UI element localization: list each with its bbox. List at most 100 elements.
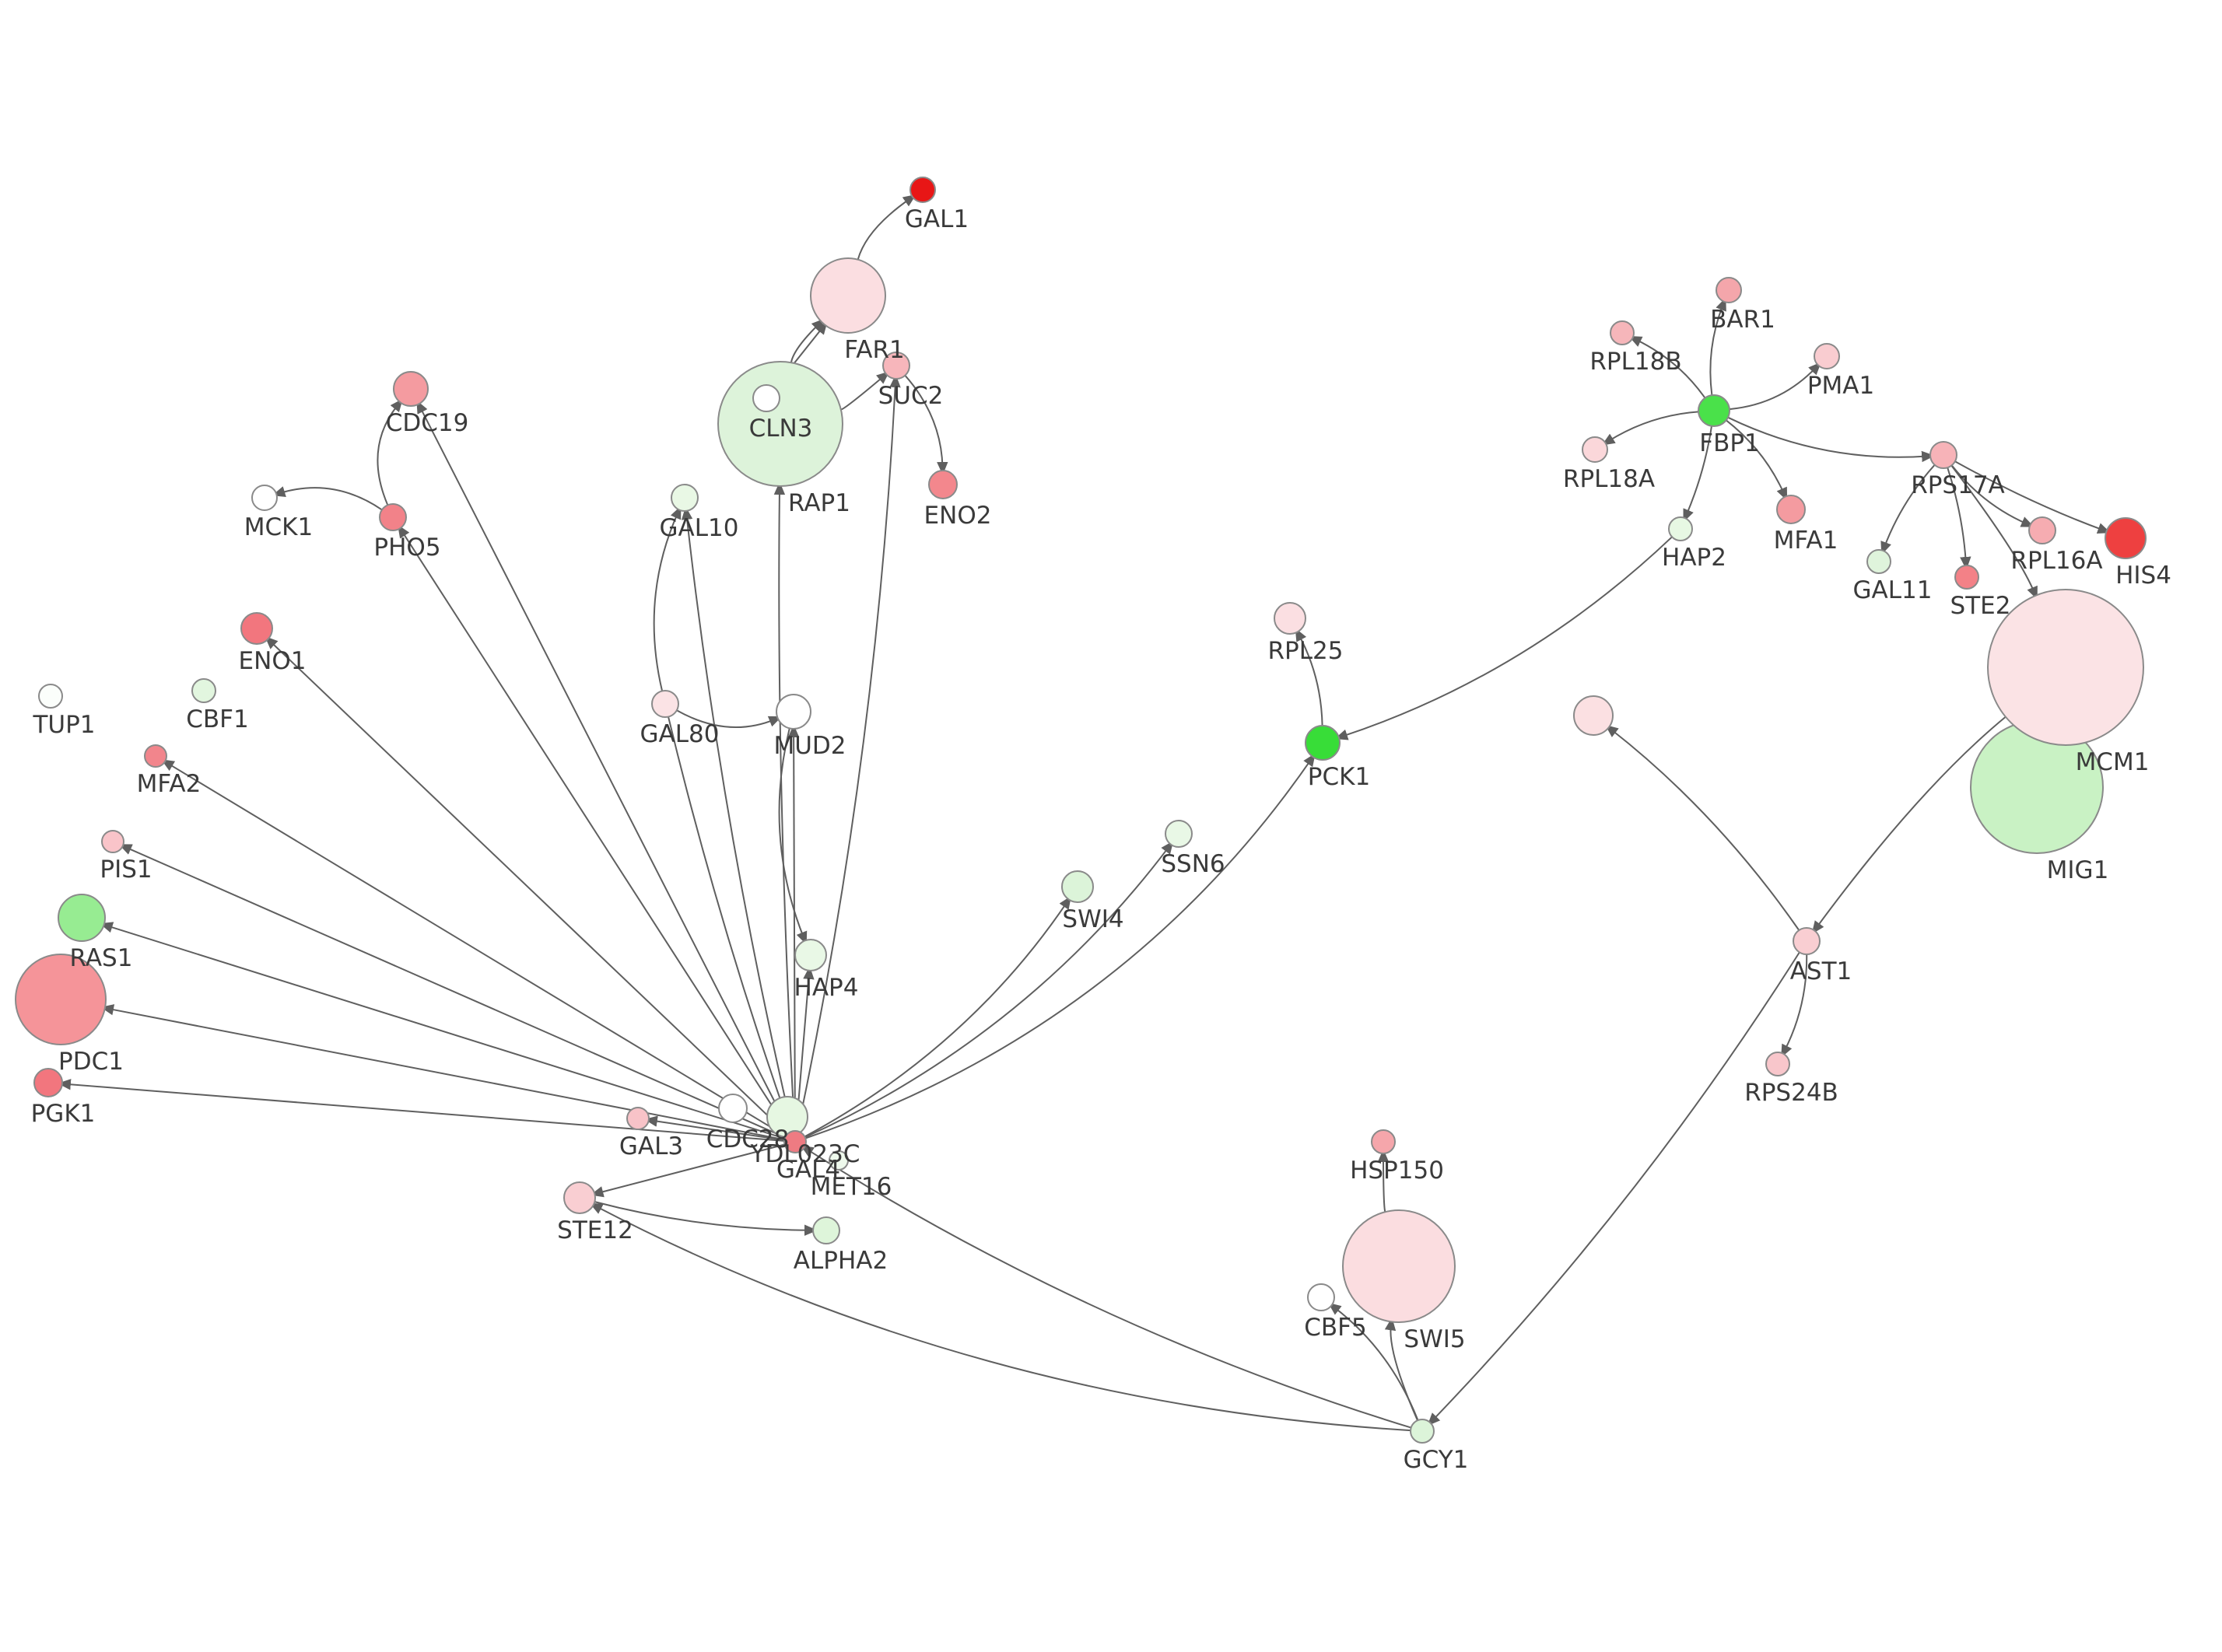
edge-GCY1-CBF5[interactable] xyxy=(1327,1302,1419,1421)
node-PHO5[interactable] xyxy=(379,503,407,531)
node-MET16[interactable] xyxy=(829,1150,849,1171)
edge-FBP1-BAR1[interactable] xyxy=(1709,297,1726,396)
edge-GAL4-ENO1[interactable] xyxy=(265,635,788,1136)
node-SSN6[interactable] xyxy=(1165,820,1193,848)
node-PCK1[interactable] xyxy=(1305,725,1341,761)
node-YDL023C[interactable] xyxy=(766,1096,808,1138)
edge-PCK1-RPL25[interactable] xyxy=(1295,628,1323,726)
edge-RPS17A-GAL11[interactable] xyxy=(1880,464,1936,555)
node-RPL18A[interactable] xyxy=(1582,436,1608,463)
edge-GAL4-STE12[interactable] xyxy=(590,1143,785,1198)
node-AST1[interactable] xyxy=(1793,927,1821,955)
edge-MCM1-AST1[interactable] xyxy=(1811,716,2006,934)
edge-FBP1-RPL18B[interactable] xyxy=(1628,336,1706,399)
node-STE12[interactable] xyxy=(563,1181,596,1214)
node-FBP1[interactable] xyxy=(1698,394,1730,427)
node-GAL4[interactable] xyxy=(783,1130,807,1153)
edge-GAL4-GAL10[interactable] xyxy=(681,506,794,1132)
node-PIS1[interactable] xyxy=(101,830,124,853)
edge-GAL4-RAS1[interactable] xyxy=(100,922,785,1139)
node-HIS4[interactable] xyxy=(2105,517,2147,559)
node-PDC1[interactable] xyxy=(15,954,107,1045)
edge-GAL4-GAL3[interactable] xyxy=(644,1115,785,1141)
node-HAP4[interactable] xyxy=(794,939,827,971)
node-MCM1[interactable] xyxy=(1987,589,2144,746)
edge-RAP1-FAR1[interactable] xyxy=(790,318,825,363)
edge-GAL4-MFA2[interactable] xyxy=(161,759,787,1137)
node-BAR1[interactable] xyxy=(1716,277,1742,303)
edge-SUC2-ENO2[interactable] xyxy=(904,375,948,475)
node-PMA1[interactable] xyxy=(1814,343,1840,369)
node-CBF5[interactable] xyxy=(1307,1283,1335,1311)
edge-PHO5-CDC19[interactable] xyxy=(377,398,403,506)
edge-AST1-RPS24B[interactable] xyxy=(1781,954,1808,1058)
node-HSP150[interactable] xyxy=(1371,1129,1396,1154)
edge-GAL4-CDC19[interactable] xyxy=(416,400,791,1132)
edge-RPS17A-STE2[interactable] xyxy=(1947,467,1971,570)
edge-GAL4-SUC2[interactable] xyxy=(796,374,901,1132)
node-ENO2[interactable] xyxy=(928,470,958,499)
node-GAL3[interactable] xyxy=(626,1107,650,1130)
edge-GAL80-GAL10[interactable] xyxy=(653,506,682,691)
edge-RPS17A-RPL16A[interactable] xyxy=(1950,464,2034,527)
node-RPS24B[interactable] xyxy=(1765,1052,1790,1076)
edge-GAL80-GAL4[interactable] xyxy=(668,716,794,1136)
edge-GCY1-STE12[interactable] xyxy=(589,1202,1411,1432)
node-HAP2[interactable] xyxy=(1668,516,1693,541)
edge-GAL4-PCK1[interactable] xyxy=(804,753,1316,1139)
edge-GCY1-GAL4[interactable] xyxy=(800,1145,1411,1429)
edge-GAL4-PHO5[interactable] xyxy=(398,524,790,1133)
edge-GAL4-PIS1[interactable] xyxy=(118,844,786,1139)
node-SWI5[interactable] xyxy=(1342,1209,1456,1323)
node-GAL1[interactable] xyxy=(909,177,936,203)
node-RAS1[interactable] xyxy=(58,894,106,942)
edge-RAP1-SUC2[interactable] xyxy=(840,371,890,411)
edge-FBP1-PMA1[interactable] xyxy=(1729,362,1821,411)
edge-GAL4-SWI4[interactable] xyxy=(804,895,1071,1138)
edge-AST1-GCY1[interactable] xyxy=(1427,951,1800,1426)
node-GAL10[interactable] xyxy=(671,484,699,512)
node-SUC2[interactable] xyxy=(882,352,910,380)
node-CLN3[interactable] xyxy=(752,384,780,412)
edge-GAL80-MUD2[interactable] xyxy=(676,709,783,729)
edge-PHO5-MCK1[interactable] xyxy=(272,486,383,511)
edge-GAL4-PGK1[interactable] xyxy=(58,1079,785,1142)
edge-GAL4-SSN6[interactable] xyxy=(804,840,1174,1139)
edge-GAL4-MUD2[interactable] xyxy=(787,724,800,1132)
edge-STE12-ALPHA2[interactable] xyxy=(594,1201,818,1236)
node-MFA2[interactable] xyxy=(144,744,167,768)
node-GAL11[interactable] xyxy=(1866,549,1891,574)
node-RPS17A[interactable] xyxy=(1929,441,1957,469)
edge-FAR1-GAL1[interactable] xyxy=(857,194,916,260)
edge-FBP1-RPL18A[interactable] xyxy=(1601,411,1699,446)
node-FAR1[interactable] xyxy=(810,257,886,334)
node-CDC19[interactable] xyxy=(393,371,429,407)
node-GAL80[interactable] xyxy=(651,690,679,718)
edge-RPS17A-HIS4[interactable] xyxy=(1954,460,2112,534)
node-ENO1[interactable] xyxy=(240,612,273,645)
node-RPL16A[interactable] xyxy=(2028,516,2056,544)
node-PGK1[interactable] xyxy=(33,1068,63,1097)
edge-GAL4-PDC1[interactable] xyxy=(100,1004,785,1141)
edge-SWI5-HSP150[interactable] xyxy=(1377,1149,1390,1213)
node-NODE1[interactable] xyxy=(1573,695,1614,736)
node-STE2[interactable] xyxy=(1954,565,1979,590)
node-GCY1[interactable] xyxy=(1410,1419,1435,1444)
edge-RPS17A-MCM1[interactable] xyxy=(1950,464,2038,600)
node-MCK1[interactable] xyxy=(251,485,278,511)
node-RPL25[interactable] xyxy=(1274,602,1306,635)
edge-GAL4-RAP1[interactable] xyxy=(773,481,796,1132)
node-MFA1[interactable] xyxy=(1776,495,1806,524)
node-RPL18B[interactable] xyxy=(1610,320,1635,345)
node-RAP1[interactable] xyxy=(717,361,843,487)
node-TUP1[interactable] xyxy=(38,684,63,709)
node-SWI4[interactable] xyxy=(1061,870,1094,903)
node-CDC28[interactable] xyxy=(718,1094,748,1123)
edge-HAP2-PCK1[interactable] xyxy=(1334,536,1673,740)
edge-FBP1-HAP2[interactable] xyxy=(1683,425,1712,523)
edge-FBP1-MFA1[interactable] xyxy=(1726,419,1788,501)
edge-MUD2-HAP4[interactable] xyxy=(778,728,808,945)
node-ALPHA2[interactable] xyxy=(812,1216,840,1244)
